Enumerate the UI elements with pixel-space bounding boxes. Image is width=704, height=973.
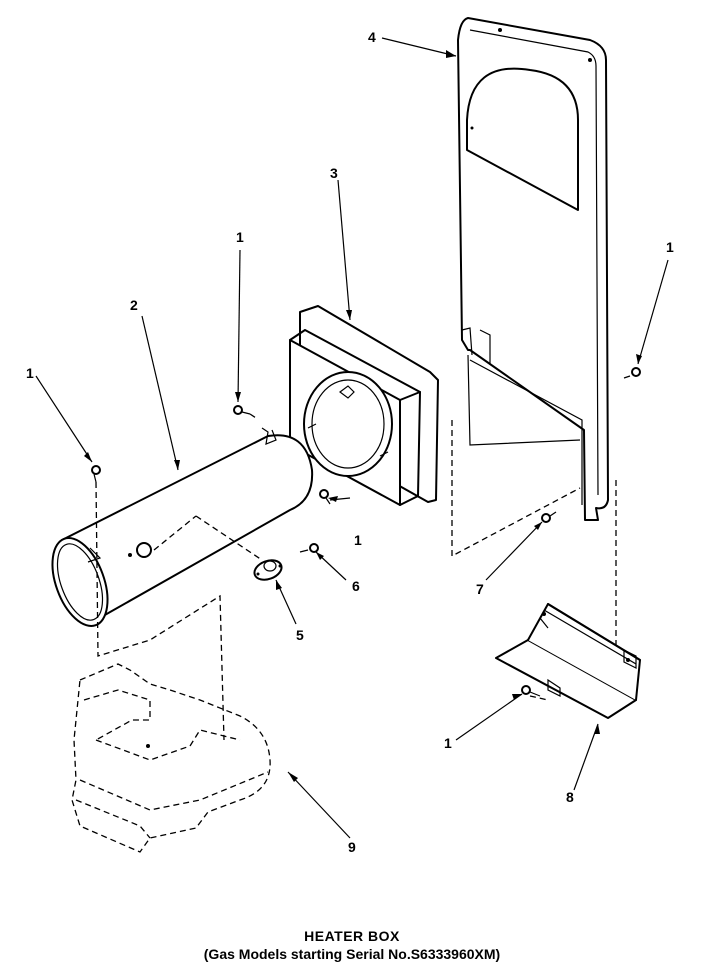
callout-numbers: 1 1 1 1 1 2 3 4 5 6 7 8 9 [26,29,674,855]
callout-1-bottom: 1 [444,735,452,751]
housing-adapter-part [289,305,439,506]
screw-left [91,465,101,483]
callout-8: 8 [566,789,574,805]
callout-7: 7 [476,581,484,597]
diagram-title: HEATER BOX [304,928,400,944]
callout-leaders [35,37,669,839]
screw-part-6 [299,543,319,553]
callout-6: 6 [352,578,360,594]
screw-top-center [233,405,251,415]
callout-1-right: 1 [666,239,674,255]
callout-9: 9 [348,839,356,855]
callout-1-mid: 1 [354,532,362,548]
combustion-chamber-outline [71,663,271,853]
screw-part-7 [541,511,557,523]
callout-4: 4 [368,29,376,45]
screw-bottom [521,685,541,697]
screw-fasteners [91,367,641,697]
callout-5: 5 [296,627,304,643]
lower-bracket-part [495,603,641,719]
screw-right [623,367,641,379]
rear-panel-part [457,17,609,521]
callout-1-left: 1 [26,365,34,381]
assembly-guide-lines [95,413,617,741]
burner-tube-part [51,427,314,627]
screw-mid [319,489,331,505]
flame-sensor-part [253,559,283,581]
callout-2: 2 [130,297,138,313]
callout-1-top: 1 [236,229,244,245]
callout-3: 3 [330,165,338,181]
diagram-subtitle: (Gas Models starting Serial No.S6333960X… [203,946,501,962]
